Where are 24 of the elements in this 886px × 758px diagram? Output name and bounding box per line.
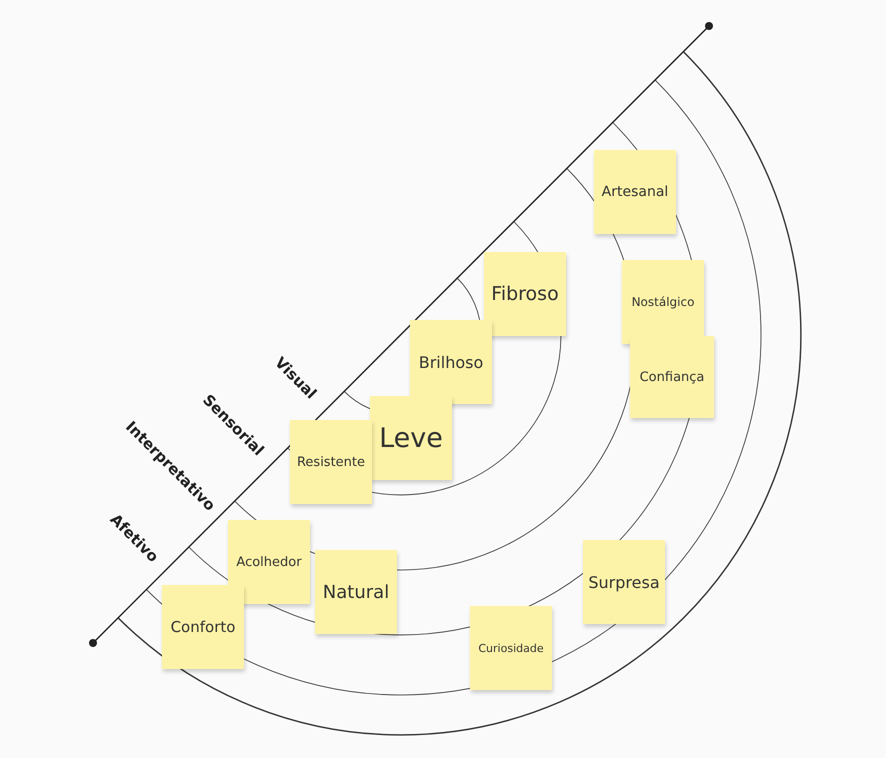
sticky-note [630,336,714,418]
sticky-note [315,550,397,634]
note-text: Surpresa [588,572,660,592]
note-text: Resistente [296,454,366,470]
sticky-note [228,520,310,604]
note-text: Leve [379,422,443,454]
note-text: Curiosidade [478,642,544,654]
sticky-note [484,252,566,336]
note-text: Confiança [640,370,704,384]
note-text: Acolhedor [236,554,302,570]
sticky-note [410,320,492,404]
note-text: Conforto [170,618,236,636]
sticky-note [622,260,704,344]
note-text: Fibroso [491,283,559,305]
sticky-note [583,540,665,624]
sticky-note [370,396,452,480]
sticky-note [470,606,552,690]
sticky-note [290,420,372,504]
note-text: Brilhoso [418,352,484,372]
note-text: Nostálgico [632,295,694,309]
sticky-note [594,150,676,234]
note-text: Artesanal [602,184,668,200]
sticky-note [162,585,244,669]
note-text: Natural [322,582,390,602]
